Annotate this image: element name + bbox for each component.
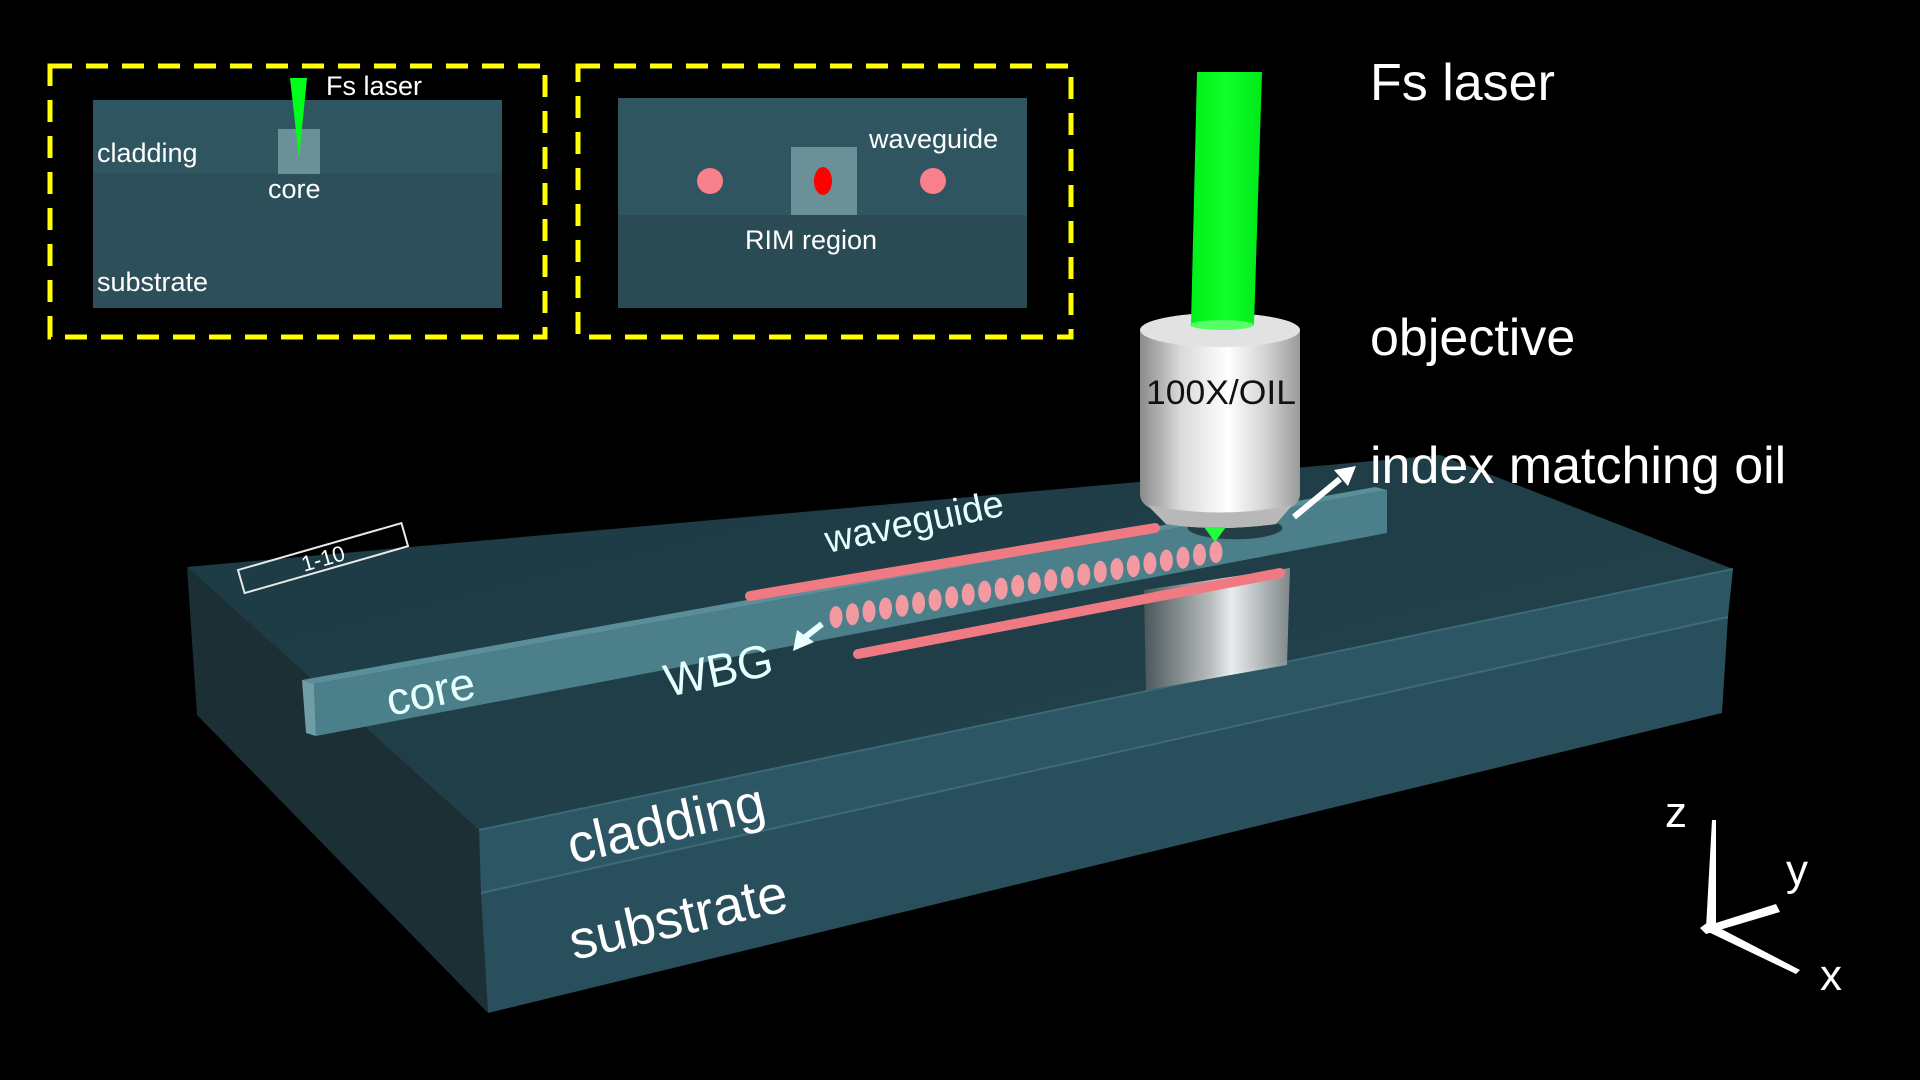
wbg-dot	[829, 606, 843, 628]
inset-right-waveguide-dot-left	[697, 168, 723, 194]
objective-top	[1140, 313, 1300, 347]
slab-top-face	[187, 455, 1733, 830]
focus-cone-icon	[1204, 527, 1226, 542]
cladding-substrate-boundary	[480, 616, 1729, 894]
wbg-dot	[928, 589, 942, 611]
inset-right-waveguide-label: waveguide	[868, 124, 998, 154]
x-axis-arrow-icon	[1700, 922, 1800, 974]
objective-body	[1140, 330, 1300, 528]
y-axis-arrow-icon	[1700, 904, 1780, 934]
wbg-dot	[1176, 546, 1190, 569]
inset-left-cladding-label: cladding	[97, 138, 198, 168]
inset-right-rim-dot	[814, 167, 832, 195]
wbg-grating	[829, 541, 1223, 628]
wbg-dot	[846, 603, 859, 626]
laser-beam-column	[1191, 72, 1262, 325]
wbg-dot	[1209, 541, 1223, 563]
objective-reflection	[1144, 568, 1290, 690]
inset-left-laser-label: Fs laser	[326, 71, 422, 101]
waveguide-bar-lower	[853, 568, 1285, 659]
wbg-dot	[862, 600, 876, 623]
laser-beam	[1190, 72, 1262, 330]
wbg-dot	[1110, 558, 1124, 580]
core-strip-end-face	[302, 680, 316, 736]
wbg-dot	[994, 577, 1008, 600]
inset-left-substrate-label: substrate	[97, 267, 208, 297]
chip-slab: 1-10 core WBG waveguide cladding substra…	[187, 455, 1734, 1013]
index-oil-label: index matching oil	[1370, 437, 1786, 495]
wbg-dot	[1060, 566, 1074, 589]
laser-beam-base	[1190, 320, 1254, 330]
axes-indicator: z y x	[1665, 788, 1842, 1000]
wbg-dot	[1027, 572, 1041, 595]
x-axis-label: x	[1820, 951, 1842, 1000]
objective-taper	[1148, 505, 1292, 528]
wbg-dot	[1044, 569, 1058, 592]
slab-front-cladding-face	[479, 569, 1733, 893]
wbg-dot	[879, 597, 893, 620]
slab-front-top-edge	[478, 568, 1734, 831]
inset-left-dashed-border	[47, 63, 548, 340]
inset-right-dashed-border	[575, 63, 1074, 340]
inset-left-laser-beam-icon	[290, 78, 307, 158]
oil-arrow-icon	[1292, 466, 1356, 520]
wbg-dot	[1126, 555, 1140, 578]
slab-front-substrate-face	[481, 617, 1728, 1013]
wbg-dot	[961, 583, 975, 606]
sample-tag-border	[236, 521, 410, 595]
wbg-dot	[1077, 563, 1091, 586]
y-axis-label: y	[1786, 846, 1808, 895]
objective-label: objective	[1370, 309, 1575, 367]
inset-right-cross-section: waveguide RIM region	[575, 63, 1074, 340]
inset-right-waveguide-dot-right	[920, 168, 946, 194]
wbg-dot	[1011, 574, 1025, 597]
objective-marking: 100X/OIL	[1146, 374, 1296, 412]
wbg-dot	[1159, 549, 1173, 572]
inset-left-core-label: core	[268, 174, 321, 204]
wbg-dot	[912, 591, 926, 614]
wbg-arrow-icon	[793, 621, 824, 651]
wbg-dot	[895, 594, 909, 617]
z-axis-label: z	[1665, 788, 1687, 837]
inset-right-rim-label: RIM region	[745, 225, 877, 255]
objective-lens: 100X/OIL	[1140, 313, 1300, 542]
z-axis-arrow-icon	[1706, 820, 1716, 928]
slab-left-face	[187, 567, 488, 1013]
fs-laser-label: Fs laser	[1370, 54, 1555, 112]
wbg-dot	[945, 586, 959, 609]
wbg-dot	[978, 580, 992, 603]
wbg-dot	[1143, 552, 1157, 575]
wbg-dot	[1093, 560, 1107, 583]
waveguide-bar-upper	[745, 523, 1160, 601]
wbg-dot	[1193, 543, 1206, 566]
inset-left-cross-section: Fs laser cladding core substrate	[47, 63, 548, 340]
